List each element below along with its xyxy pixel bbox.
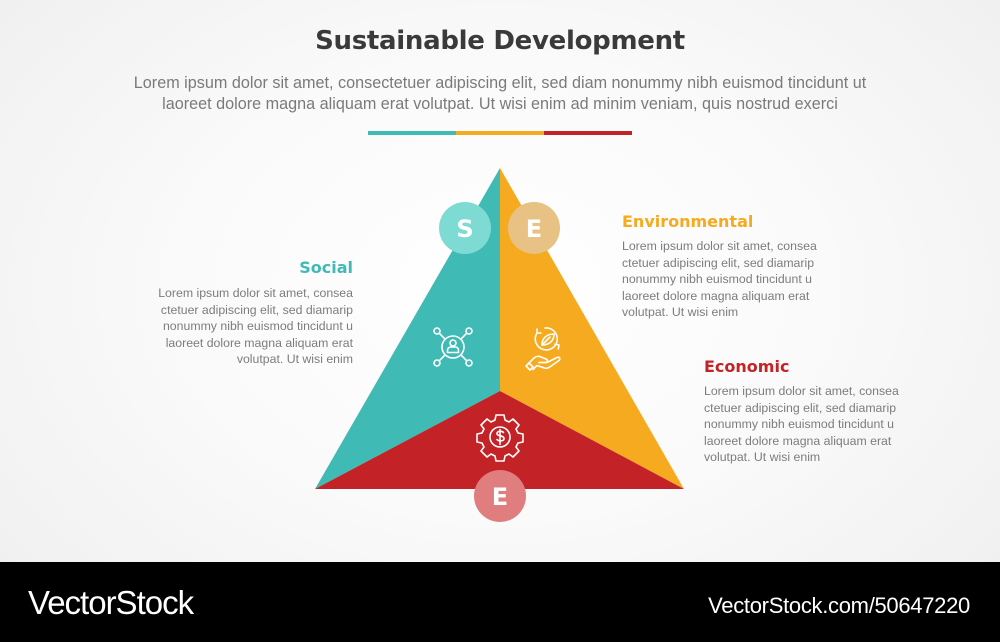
page-title: Sustainable Development	[315, 26, 685, 56]
environmental-letter: E	[526, 215, 542, 243]
text-line: ctetuer adipiscing elit, sed diamarip	[160, 302, 353, 317]
economic-letter-badge: E	[474, 470, 526, 522]
economic-title: Economic	[704, 357, 790, 376]
subtitle-line: Lorem ipsum dolor sit amet, consectetuer…	[133, 74, 867, 92]
page-subtitle: Lorem ipsum dolor sit amet, consectetuer…	[60, 73, 940, 115]
text-line: ctetuer adipiscing elit, sed diamarip	[622, 255, 815, 270]
social-letter-badge: S	[439, 202, 491, 254]
watermark-footer: VectorStock VectorStock.com/50647220	[0, 562, 1000, 642]
text-line: volutpat. Ut wisi enim	[236, 352, 353, 367]
text-line: laoreet dolore magna aliquam erat	[165, 335, 353, 350]
environmental-description: Lorem ipsum dolor sit amet, consea ctetu…	[622, 238, 862, 321]
text-line: volutpat. Ut wisi enim	[704, 450, 821, 465]
network-person-icon	[433, 327, 473, 367]
divider-segment-social	[368, 131, 456, 135]
economic-letter: E	[492, 483, 508, 511]
footer-brand: VectorStock	[28, 584, 194, 621]
hand-leaf-recycle-icon	[525, 327, 561, 371]
environmental-letter-badge: E	[508, 202, 560, 254]
pyramid-diagram: S E E	[315, 168, 684, 522]
environmental-title: Environmental	[622, 212, 754, 231]
divider-segment-environmental	[456, 131, 544, 135]
text-line: Lorem ipsum dolor sit amet, consea	[704, 384, 899, 398]
footer-image-id: VectorStock.com/50647220	[708, 593, 970, 618]
text-line: laoreet dolore magna aliquam erat	[622, 288, 810, 303]
text-line: ctetuer adipiscing elit, sed diamarip	[704, 400, 897, 415]
social-letter: S	[456, 215, 473, 243]
economic-description: Lorem ipsum dolor sit amet, consea ctetu…	[704, 383, 944, 466]
text-line: nonummy nibh euismod tincidunt u	[622, 272, 813, 287]
subtitle-line: laoreet dolore magna aliquam erat volutp…	[162, 95, 838, 113]
color-divider	[368, 131, 632, 135]
text-line: Lorem ipsum dolor sit amet, consea	[622, 239, 817, 253]
text-line: nonummy nibh euismod tincidunt u	[162, 319, 353, 334]
gear-dollar-icon	[476, 414, 524, 462]
divider-segment-economic	[544, 131, 632, 135]
text-line: laoreet dolore magna aliquam erat	[704, 433, 892, 448]
social-description: Lorem ipsum dolor sit amet, consea ctetu…	[110, 285, 353, 368]
text-line: nonummy nibh euismod tincidunt u	[704, 417, 895, 432]
text-line: volutpat. Ut wisi enim	[622, 305, 739, 320]
text-line: Lorem ipsum dolor sit amet, consea	[158, 286, 353, 300]
social-title: Social	[299, 258, 353, 277]
